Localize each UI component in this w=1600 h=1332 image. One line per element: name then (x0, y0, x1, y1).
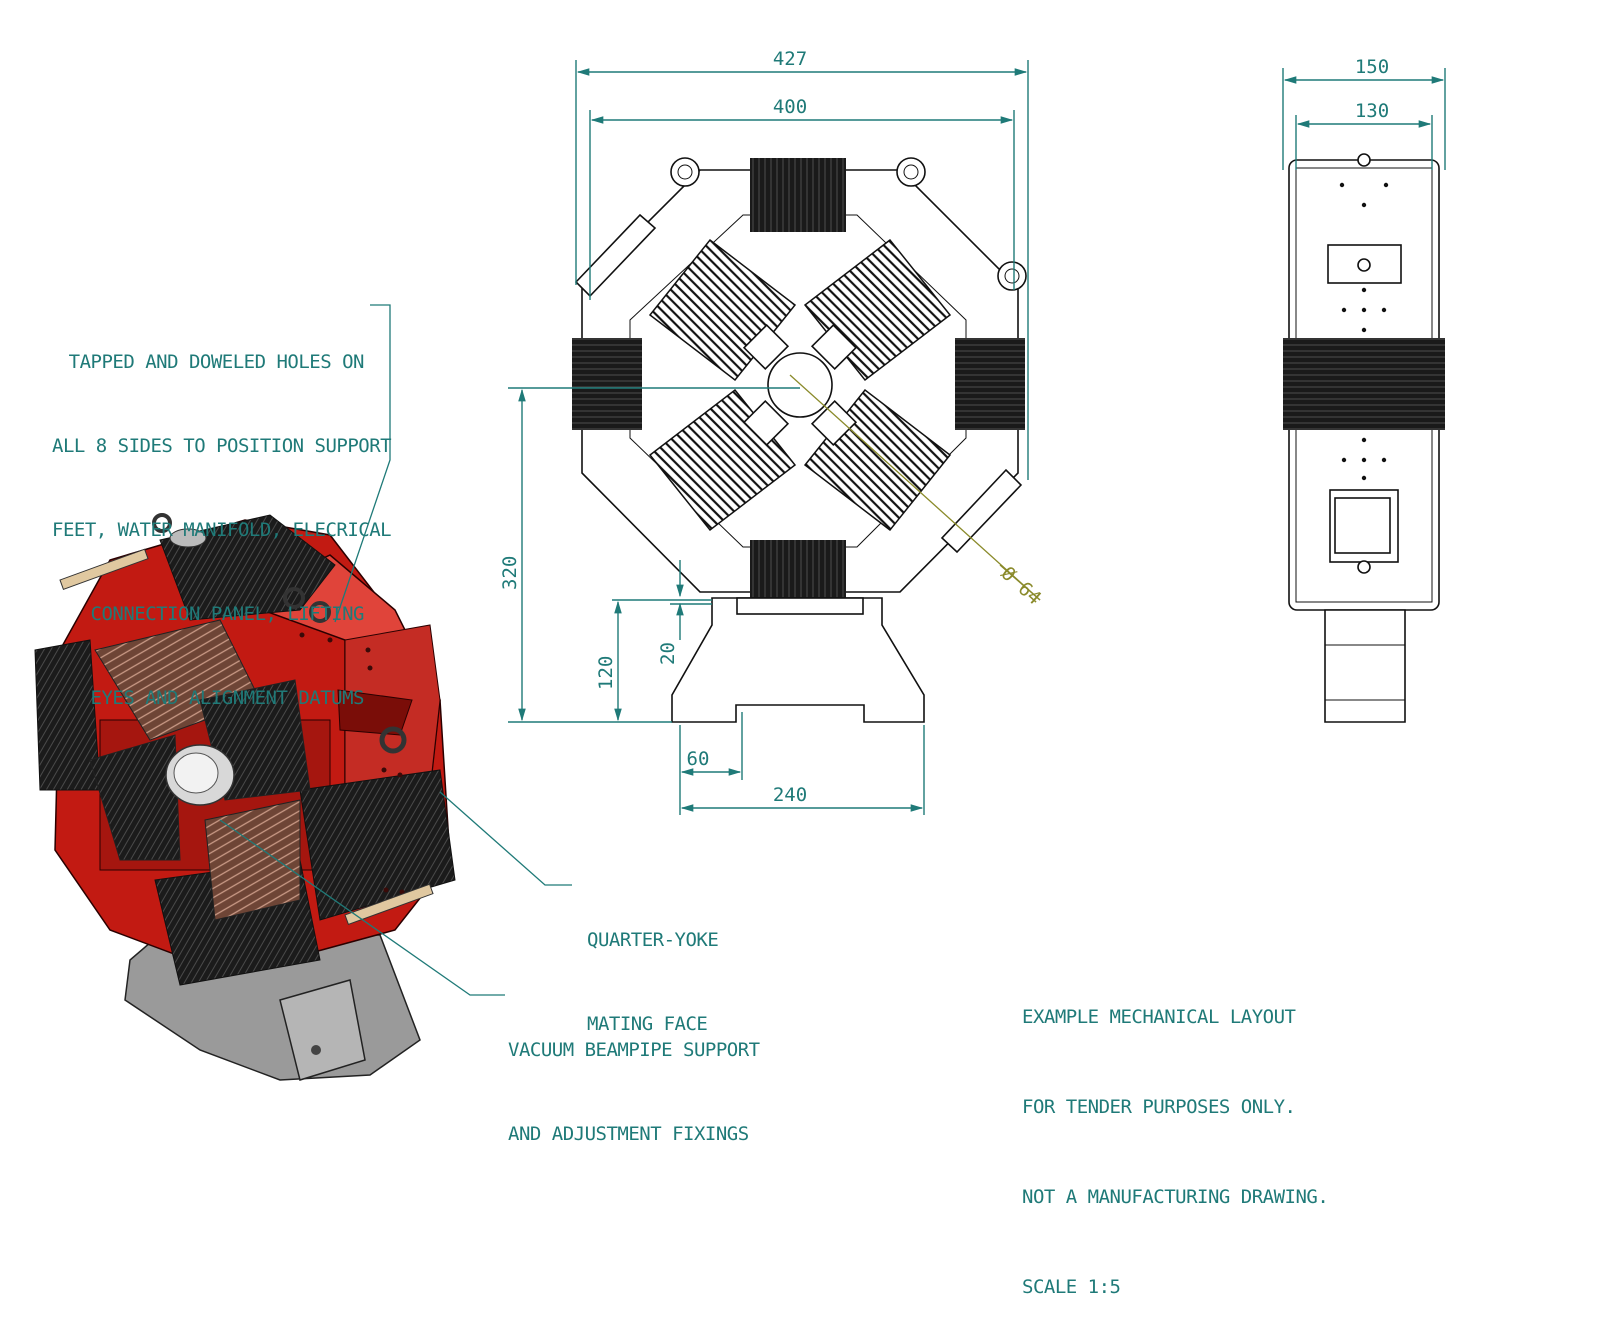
dim-400: 400 (773, 96, 807, 118)
right-coil (955, 338, 1025, 430)
top-coil (750, 158, 846, 232)
dimension-labels: 427 400 150 130 320 120 20 60 240 Ø 64 (499, 48, 1389, 806)
side-base (1324, 609, 1406, 723)
callout-beampipe: VACUUM BEAMPIPE SUPPORT AND ADJUSTMENT F… (508, 980, 760, 1176)
drawing-note-line: SCALE 1:5 (1022, 1276, 1121, 1298)
bore-circle (767, 352, 833, 418)
drawing-note-line: FOR TENDER PURPOSES ONLY. (1022, 1096, 1296, 1118)
lifting-eye-icon (670, 157, 1027, 291)
dim-320: 320 (499, 556, 521, 590)
vacuum-beampipe (165, 744, 235, 806)
callout-holes-line: CONNECTION PANEL, LIFTING (90, 603, 365, 625)
callout-holes-line: TAPPED AND DOWELED HOLES ON (68, 351, 365, 373)
dimension-lines (508, 60, 1446, 815)
left-coil (572, 338, 642, 430)
dim-60: 60 (687, 748, 710, 770)
side-coil (1283, 338, 1445, 430)
front-base (671, 597, 925, 723)
callout-holes-line: FEET, WATER MANIFOLD, ELECRICAL (52, 519, 392, 541)
lifting-eye-icon (1357, 153, 1371, 574)
callout-quarter-yoke-line: MATING FACE (587, 1013, 708, 1035)
dim-150: 150 (1355, 56, 1389, 78)
drawing-sheet: 427 400 150 130 320 120 20 60 240 Ø 64 (34, 48, 1446, 1081)
dim-240: 240 (773, 784, 807, 806)
tie-rods (59, 548, 434, 926)
pole-tips (742, 323, 858, 447)
dim-120: 120 (595, 656, 617, 690)
callout-holes-line: EYES AND ALIGNMENT DATUMS (90, 687, 365, 709)
dim-130: 130 (1355, 100, 1389, 122)
dim-bore-diameter: Ø 64 (997, 562, 1046, 609)
dim-427: 427 (773, 48, 807, 70)
side-holes (1339, 182, 1389, 481)
drawing-notes: EXAMPLE MECHANICAL LAYOUT FOR TENDER PUR… (1022, 942, 1329, 1332)
callout-beampipe-line: AND ADJUSTMENT FIXINGS (508, 1123, 749, 1145)
dim-20: 20 (657, 642, 679, 665)
fixing-holes (299, 632, 405, 895)
lifting-eye-icon (152, 513, 407, 754)
front-elevation-view (572, 157, 1027, 723)
drawing-note-line: NOT A MANUFACTURING DRAWING. (1022, 1186, 1329, 1208)
iso-coils (34, 514, 456, 986)
drawing-note-line: EXAMPLE MECHANICAL LAYOUT (1022, 1006, 1296, 1028)
side-elevation-view (1283, 153, 1445, 723)
callout-quarter-yoke: QUARTER-YOKE MATING FACE (587, 870, 719, 1066)
callout-beampipe-line: VACUUM BEAMPIPE SUPPORT (508, 1039, 760, 1061)
callout-holes-line: ALL 8 SIDES TO POSITION SUPPORT (52, 435, 392, 457)
isometric-magnet-view (34, 513, 456, 1081)
callout-holes: TAPPED AND DOWELED HOLES ON ALL 8 SIDES … (52, 292, 392, 740)
callout-quarter-yoke-line: QUARTER-YOKE (587, 929, 719, 951)
callout-leaders (219, 304, 572, 996)
